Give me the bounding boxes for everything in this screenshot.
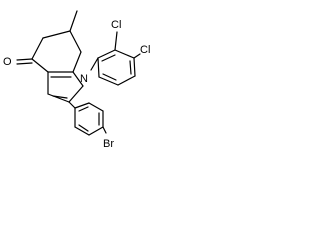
- bp-inner-3: [78, 124, 89, 132]
- chemical-structure: O N Cl Cl Br: [3, 10, 150, 150]
- dcp-bond-5: [98, 76, 119, 86]
- chlorine-right-label: Cl: [140, 44, 150, 56]
- dcp-inner-1: [101, 54, 116, 62]
- dichlorophenyl-ring: [90, 31, 141, 86]
- carbonyl-bond-b: [16, 62, 33, 65]
- dcp-inner-3: [102, 73, 117, 81]
- methyl-bond: [69, 10, 78, 32]
- bond-c2-c3: [47, 93, 70, 103]
- bond-c5-c6: [42, 30, 71, 39]
- dcp-bond-2: [114, 49, 135, 59]
- dcp-inner-2: [129, 60, 132, 75]
- bromophenyl-ring: [68, 101, 107, 136]
- br-bond: [102, 126, 107, 134]
- bond-c2-c3-inner: [52, 95, 68, 99]
- bond-c7a-n1: [72, 71, 84, 87]
- bond-c4-c5: [31, 37, 44, 60]
- bromine-label: Br: [103, 138, 114, 150]
- dcp-bond-4: [117, 75, 136, 86]
- pyrrole-ring: [47, 71, 84, 103]
- chlorine-top-label: Cl: [111, 19, 121, 31]
- bond-c2-aryl: [68, 101, 76, 109]
- cyclohexanone-ring: [31, 30, 82, 73]
- nitrogen-label: N: [80, 73, 88, 85]
- bond-n1-c2: [68, 85, 84, 103]
- dcp-bond-3: [133, 57, 136, 77]
- bp-bond-4: [88, 126, 104, 136]
- bond-n1-aryl: [90, 57, 99, 71]
- bond-c6-c7: [69, 30, 82, 53]
- oxygen-label: O: [3, 56, 12, 68]
- carbonyl-bond-a: [16, 58, 33, 61]
- bp-bond-2: [88, 102, 104, 112]
- bp-inner-1: [78, 106, 89, 112]
- dcp-bond-6: [97, 57, 100, 78]
- bp-bond-5: [74, 126, 90, 136]
- bond-c3a-c4: [31, 58, 49, 73]
- dcp-bond-1: [97, 49, 116, 59]
- bp-bond-1: [74, 102, 90, 109]
- bond-c7-c7a: [72, 51, 82, 73]
- cl-bond-right: [133, 53, 141, 59]
- cl-bond-top: [114, 31, 118, 51]
- carbonyl-double-bond: [16, 58, 33, 65]
